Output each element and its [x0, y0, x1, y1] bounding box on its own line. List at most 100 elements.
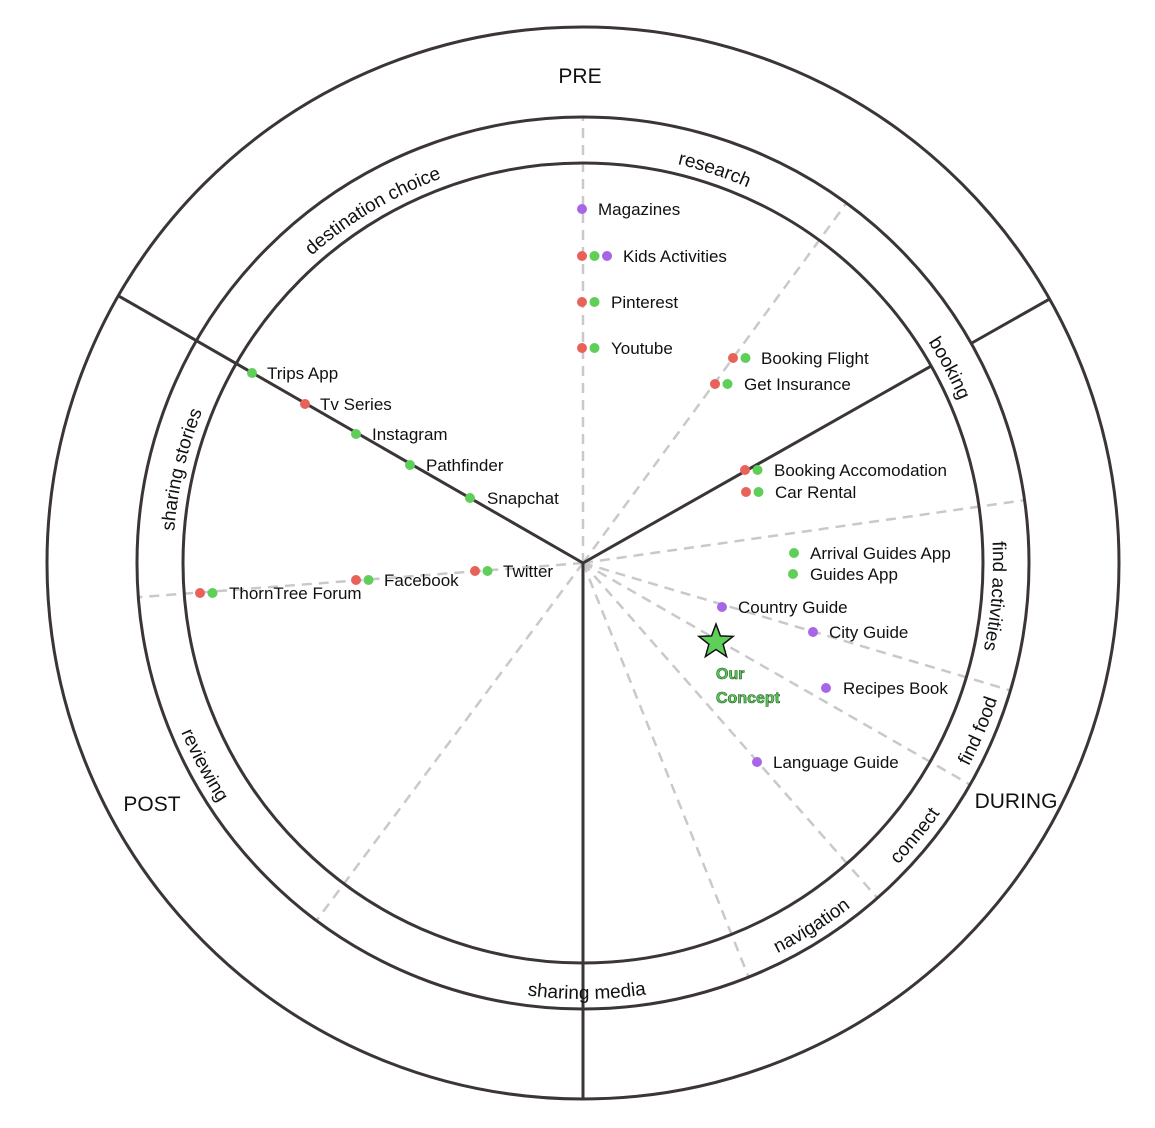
red-dot-icon — [728, 353, 738, 363]
touchpoint-item: Get Insurance — [710, 375, 851, 394]
touchpoint-label: Youtube — [611, 339, 673, 358]
middle-ring — [135, 115, 1031, 1011]
touchpoint-item: Recipes Book — [821, 679, 948, 698]
touchpoint-item: Booking Flight — [728, 349, 869, 368]
touchpoint-label: Magazines — [598, 200, 680, 219]
touchpoint-label: Pinterest — [611, 293, 678, 312]
phase-label-pre: PRE — [558, 65, 601, 88]
green-dot-icon — [753, 487, 764, 497]
red-dot-icon — [470, 566, 480, 576]
touchpoint-label: Arrival Guides App — [810, 544, 951, 563]
dashed-divider — [582, 561, 971, 786]
purple-dot-icon — [577, 204, 587, 214]
touchpoint-item: Magazines — [577, 200, 680, 219]
purple-dot-icon — [821, 683, 831, 693]
dashed-divider — [582, 498, 1025, 565]
red-dot-icon — [300, 399, 310, 409]
green-dot-icon — [351, 429, 361, 439]
stage-label-sharing-stories: sharing stories — [158, 405, 207, 531]
touchpoint-label: Pathfinder — [426, 456, 504, 475]
touchpoint-label: Get Insurance — [744, 375, 851, 394]
purple-dot-icon — [717, 602, 727, 612]
touchpoint-item: Language Guide — [752, 753, 899, 772]
touchpoint-label: Kids Activities — [623, 247, 727, 266]
touchpoint-label: Booking Accomodation — [774, 461, 947, 480]
stage-label-sharing-media: sharing media — [527, 978, 648, 1004]
green-dot-icon — [247, 368, 257, 378]
phase-label-during: DURING — [975, 790, 1058, 813]
green-dot-icon — [789, 548, 799, 558]
green-dot-icon — [589, 251, 600, 261]
red-dot-icon — [195, 588, 205, 598]
phase-divider — [970, 297, 1051, 345]
touchpoint-item: Car Rental — [741, 483, 856, 502]
green-dot-icon — [740, 353, 751, 363]
stage-label-text: sharing stories — [158, 405, 207, 531]
touchpoint-item: Youtube — [577, 339, 673, 358]
touchpoint-item: Snapchat — [465, 489, 559, 508]
concept-label-line2: Concept — [716, 690, 781, 707]
touchpoint-item: Booking Accomodation — [740, 461, 947, 480]
dashed-divider — [315, 562, 585, 922]
red-dot-icon — [577, 343, 587, 353]
touchpoint-item: Pathfinder — [405, 456, 504, 475]
touchpoint-item: Tv Series — [300, 395, 392, 414]
touchpoint-label: Guides App — [810, 565, 898, 584]
touchpoint-label: Instagram — [372, 425, 448, 444]
green-dot-icon — [207, 588, 218, 598]
touchpoint-item: City Guide — [808, 623, 908, 642]
green-dot-icon — [752, 465, 763, 475]
green-dot-icon — [788, 569, 798, 579]
touchpoint-item: Pinterest — [577, 293, 678, 312]
stage-label-destination-choice: destination choice — [301, 163, 443, 259]
phase-label-post: POST — [123, 793, 180, 816]
touchpoint-label: Booking Flight — [761, 349, 869, 368]
star-icon — [696, 621, 736, 659]
touchpoint-item: Instagram — [351, 425, 448, 444]
green-dot-icon — [465, 493, 475, 503]
green-dot-icon — [363, 575, 374, 585]
green-dot-icon — [589, 343, 600, 353]
touchpoint-item: ThornTree Forum — [195, 584, 362, 603]
touchpoint-label: Car Rental — [775, 483, 856, 502]
touchpoint-label: Country Guide — [738, 598, 848, 617]
touchpoint-label: ThornTree Forum — [229, 584, 362, 603]
touchpoint-item: Facebook — [351, 571, 459, 590]
stage-label-text: sharing media — [527, 978, 648, 1004]
touchpoint-item: Kids Activities — [577, 247, 727, 266]
touchpoint-label: City Guide — [829, 623, 908, 642]
purple-dot-icon — [808, 627, 818, 637]
dashed-divider — [582, 561, 1011, 692]
touchpoint-item: Twitter — [470, 562, 553, 581]
purple-dot-icon — [602, 251, 612, 261]
touchpoint-item: Trips App — [247, 364, 338, 383]
green-dot-icon — [405, 460, 415, 470]
touchpoint-item: Arrival Guides App — [789, 544, 951, 563]
green-dot-icon — [722, 379, 733, 389]
concept-label-line1: Our — [716, 666, 744, 683]
red-dot-icon — [351, 575, 361, 585]
green-dot-icon — [482, 566, 493, 576]
red-dot-icon — [710, 379, 720, 389]
dashed-divider — [581, 562, 750, 978]
touchpoint-label: Language Guide — [773, 753, 899, 772]
touchpoint-label: Twitter — [503, 562, 553, 581]
touchpoint-label: Trips App — [267, 364, 338, 383]
outer-ring — [45, 25, 1121, 1101]
red-dot-icon — [577, 297, 587, 307]
inner-ring — [181, 161, 985, 965]
touchpoint-label: Tv Series — [320, 395, 392, 414]
red-dot-icon — [740, 465, 750, 475]
touchpoint-item: Country Guide — [717, 598, 848, 617]
purple-dot-icon — [752, 757, 762, 767]
red-dot-icon — [741, 487, 751, 497]
red-dot-icon — [577, 251, 587, 261]
touchpoint-label: Snapchat — [487, 489, 559, 508]
touchpoint-item: Guides App — [788, 565, 898, 584]
phase-divider — [582, 364, 932, 565]
green-dot-icon — [589, 297, 600, 307]
touchpoint-label: Facebook — [384, 571, 459, 590]
dashed-divider — [582, 562, 879, 899]
